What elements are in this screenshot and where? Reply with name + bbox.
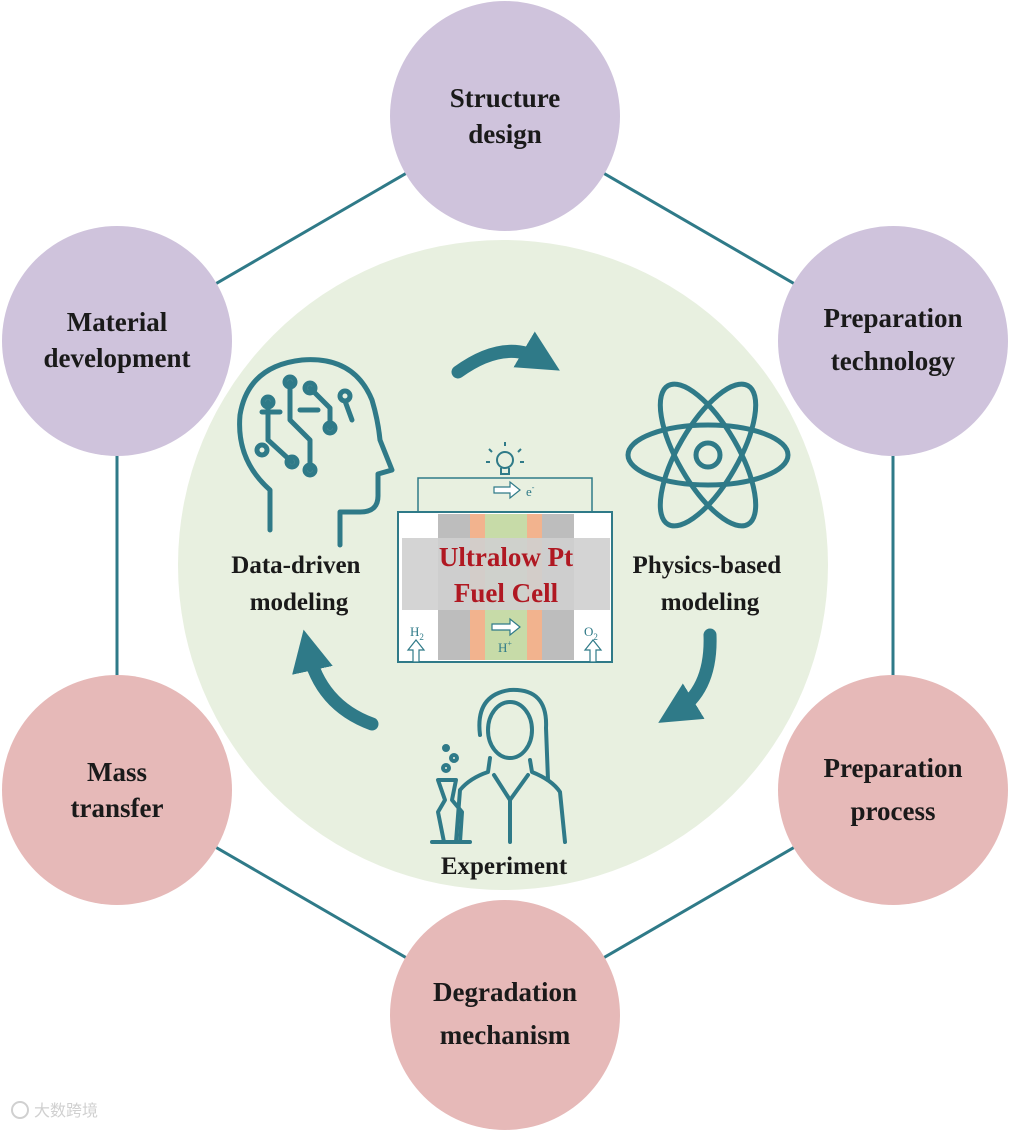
ai-head-icon [237,357,395,548]
electron-arrow [493,480,521,500]
h2-inlet-arrow [406,639,426,663]
node-label-line: Preparation [824,303,963,333]
proton-arrow [491,617,521,637]
outer-node-preparation-process: Preparation process [778,675,1008,905]
lightbulb-icon [486,442,524,475]
watermark: 大数跨境 [11,1101,98,1120]
node-label-line: development [44,343,191,373]
outer-node-material-development: Material development [2,226,232,456]
data-driven-label: Data-driven [231,552,360,579]
data-driven-label: modeling [250,589,349,616]
node-label-line: Material [67,307,168,337]
node-label-line: Preparation [824,753,963,783]
external-circuit [417,477,593,512]
h2-label: H2 [410,624,424,642]
node-label-line: Degradation [433,977,577,1007]
experiment-label: Experiment [441,853,568,880]
title-band [402,538,610,610]
node-label-line: process [851,796,936,826]
o2-label: O2 [584,624,598,642]
o2-inlet-arrow [583,639,603,663]
node-label-line: Structure [450,83,560,113]
cycle-arrow-icon [292,331,717,731]
node-label-line: mechanism [440,1020,571,1050]
atom-icon [625,381,791,529]
center-title-line: Fuel Cell [454,578,559,608]
node-label-line: Mass [87,757,147,787]
outer-node-structure-design: Structure design [390,1,620,231]
physics-based-label: Physics-based [633,552,782,579]
watermark-text: 大数跨境 [34,1101,98,1120]
fuel-cell-schematic: e- Ultralow Pt Fuel Cell H2 O2 H+ [397,442,613,663]
electron-label: e- [526,483,535,499]
svg-text:Physics-based modeling: Physics-based modeling [633,552,788,616]
node-label-line: transfer [71,793,164,823]
outer-node-preparation-technology: Preparation technology [778,226,1008,456]
outer-node-mass-transfer: Mass transfer [2,675,232,905]
cycle-arrow-left [292,629,379,731]
node-label-line: design [468,119,542,149]
cycle-arrow-top [451,331,560,379]
physics-based-label: modeling [661,589,760,616]
svg-text:Data-driven modeling: Data-driven modeling [231,552,366,616]
center-title-line: Ultralow Pt [439,542,573,572]
cycle-arrow-right [658,628,717,723]
scientist-icon [430,687,567,844]
proton-label: H+ [498,639,512,655]
node-label-line: technology [831,346,956,376]
outer-node-degradation-mechanism: Degradation mechanism [390,900,620,1130]
